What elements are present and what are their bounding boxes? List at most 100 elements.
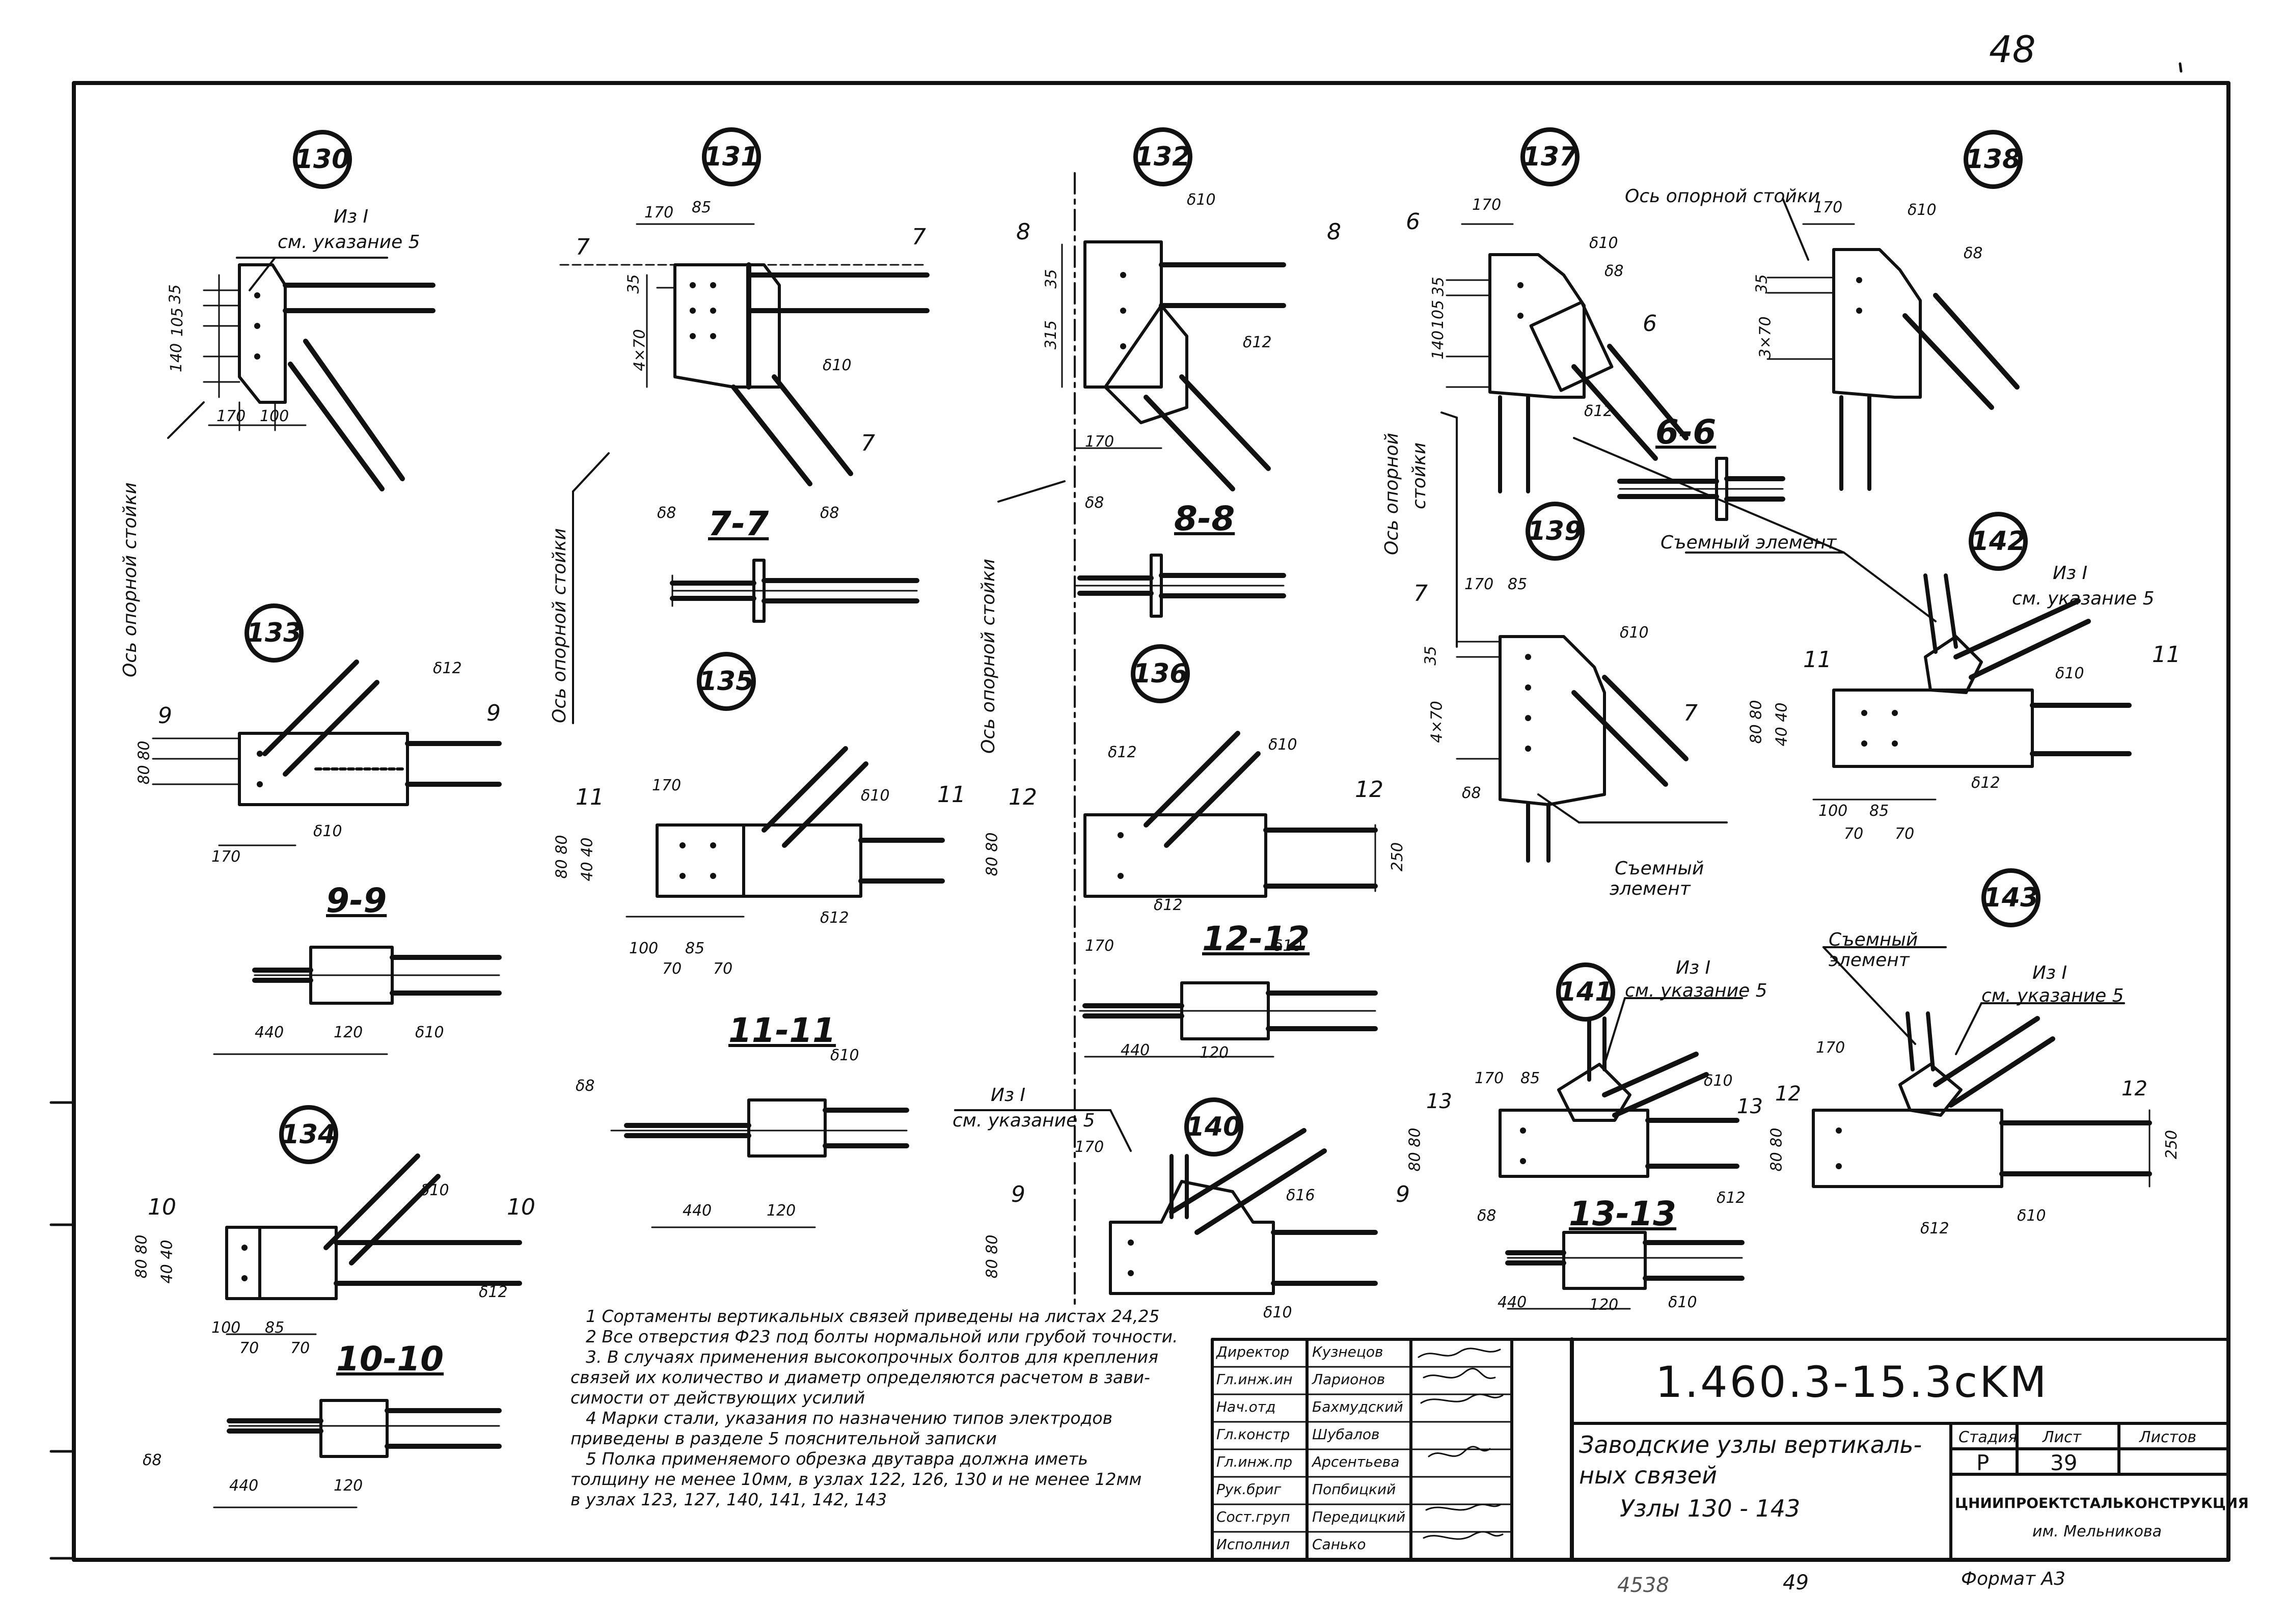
plate-s10: δ10 bbox=[313, 822, 342, 840]
dim: 440 bbox=[683, 1202, 712, 1220]
dim: 440 bbox=[255, 1024, 284, 1041]
axis-leaders bbox=[167, 172, 2125, 1305]
dim: 7 bbox=[1683, 700, 1698, 726]
section-title-8-8: 8-8 bbox=[1174, 499, 1235, 538]
dim: 140 bbox=[168, 343, 186, 373]
dim: 11 bbox=[1803, 647, 1832, 673]
dim: 12 bbox=[1009, 784, 1037, 810]
from-I-142: Из I bbox=[2053, 563, 2088, 584]
note-line: 1 Сортаменты вертикальных связей приведе… bbox=[586, 1306, 1160, 1326]
node-131-drawing bbox=[559, 223, 930, 486]
tb-name: Шубалов bbox=[1312, 1426, 1380, 1443]
node-135-drawing bbox=[625, 746, 945, 918]
dim: 35 bbox=[1042, 269, 1060, 289]
dim: 8 bbox=[1327, 219, 1341, 245]
sheet-border bbox=[72, 81, 2230, 1562]
dim: 315 bbox=[1042, 320, 1060, 350]
dim: 6 bbox=[1643, 311, 1657, 337]
plate-s10: δ10 bbox=[823, 356, 852, 374]
plate-s12: δ12 bbox=[1584, 402, 1613, 420]
node-133-drawing bbox=[152, 659, 502, 846]
note-line: приведены в разделе 5 пояснительной запи… bbox=[570, 1428, 997, 1448]
from-I-130: Из I bbox=[334, 206, 369, 227]
dim: 100 bbox=[260, 407, 289, 425]
dim: 80 80 bbox=[553, 835, 571, 879]
dim: 70 bbox=[239, 1339, 259, 1357]
note-line: 2 Все отверстия Ф23 под болты нормальной… bbox=[586, 1327, 1178, 1346]
dim: 105 bbox=[169, 307, 187, 337]
tb-name: Санько bbox=[1312, 1536, 1366, 1553]
dim: 170 bbox=[1472, 196, 1502, 214]
node-139-drawing bbox=[1456, 635, 1689, 863]
node-143-drawing bbox=[1812, 1011, 2152, 1188]
note-line: связей их количество и диаметр определяю… bbox=[570, 1367, 1150, 1387]
note-line: толщину не менее 10мм, в узлах 122, 126,… bbox=[570, 1469, 1142, 1489]
from-I-141: Из I bbox=[1676, 957, 1711, 978]
node-130-drawing bbox=[203, 263, 436, 491]
section-13-13-drawing bbox=[1505, 1231, 1745, 1310]
dim: 170 bbox=[644, 204, 674, 222]
removable-element-139-2: элемент bbox=[1610, 878, 1691, 899]
dim: 9 bbox=[1396, 1181, 1410, 1207]
tb-name: Ларионов bbox=[1312, 1371, 1385, 1388]
dim: 85 bbox=[1508, 575, 1528, 593]
dim: 170 bbox=[1475, 1069, 1504, 1087]
dim: 170 bbox=[1085, 433, 1114, 451]
dim: 11 bbox=[576, 784, 604, 810]
title-block-frame bbox=[1211, 1337, 2230, 1562]
dim: 120 bbox=[1589, 1296, 1619, 1314]
dim: 80 80 bbox=[135, 740, 153, 785]
plate-s10: δ10 bbox=[1187, 191, 1216, 209]
dim: 7 bbox=[576, 234, 590, 260]
dim: 35 bbox=[1429, 277, 1448, 296]
removable-element-143-2: элемент bbox=[1829, 950, 1910, 971]
plate-s10: δ10 bbox=[1908, 201, 1937, 219]
dim: 80 80 bbox=[1747, 700, 1765, 744]
plate-s10: δ10 bbox=[1668, 1293, 1697, 1311]
see-note-5-142: см. указание 5 bbox=[2012, 588, 2155, 609]
dim: 40 40 bbox=[1773, 702, 1791, 747]
dim: 80 80 bbox=[1406, 1127, 1424, 1172]
dim: 85 bbox=[692, 199, 712, 216]
dim: 6 bbox=[1406, 209, 1420, 235]
plate-s12: δ12 bbox=[820, 909, 849, 927]
sheet-value: 39 bbox=[2050, 1450, 2078, 1475]
removable-element-139-1: Съемный bbox=[1615, 858, 1704, 879]
dim: 12 bbox=[1775, 1082, 1801, 1106]
dim: 7 bbox=[861, 430, 875, 456]
tb-role: Исполнил bbox=[1216, 1536, 1290, 1553]
plate-s8: δ8 bbox=[820, 504, 839, 522]
node-140-drawing bbox=[1109, 1128, 1378, 1295]
tb-name: Арсентьева bbox=[1312, 1453, 1400, 1470]
dim: 440 bbox=[1121, 1041, 1150, 1059]
format-label: Формат А3 bbox=[1961, 1568, 2066, 1589]
sheet-header: Лист bbox=[2043, 1428, 2082, 1446]
plate-s12: δ12 bbox=[479, 1283, 508, 1301]
dim: 85 bbox=[1520, 1069, 1540, 1087]
plate-s10: δ10 bbox=[420, 1181, 449, 1199]
node-label-133: 133 bbox=[244, 603, 304, 663]
dim: 70 bbox=[290, 1339, 310, 1357]
note-line: симости от действующих усилий bbox=[570, 1388, 865, 1408]
plate-s12: δ12 bbox=[433, 659, 462, 677]
dim: 4×70 bbox=[1428, 701, 1446, 743]
dim: 170 bbox=[1464, 575, 1494, 593]
dim: 80 80 bbox=[983, 1234, 1001, 1279]
tb-role: Гл.инж.ин bbox=[1216, 1371, 1293, 1388]
see-note-5-130: см. указание 5 bbox=[278, 232, 420, 253]
plate-s8: δ8 bbox=[1477, 1207, 1496, 1225]
tb-name: Попбицкий bbox=[1312, 1481, 1396, 1498]
sheets-header: Листов bbox=[2139, 1428, 2197, 1446]
section-11-11-drawing bbox=[610, 1098, 909, 1228]
node-label-132: 132 bbox=[1133, 127, 1192, 186]
dim: 440 bbox=[229, 1477, 259, 1495]
description-line-2: ных связей bbox=[1579, 1462, 1717, 1489]
section-title-11-11: 11-11 bbox=[728, 1011, 836, 1050]
dim: 140 bbox=[1429, 330, 1448, 360]
dim: 170 bbox=[1813, 199, 1843, 216]
plate-s8: δ8 bbox=[1604, 262, 1624, 280]
note-line: 5 Полка применяемого обрезка двутавра до… bbox=[586, 1449, 1088, 1469]
dim: 70 bbox=[1844, 825, 1864, 843]
section-8-8-drawing bbox=[1074, 554, 1286, 618]
